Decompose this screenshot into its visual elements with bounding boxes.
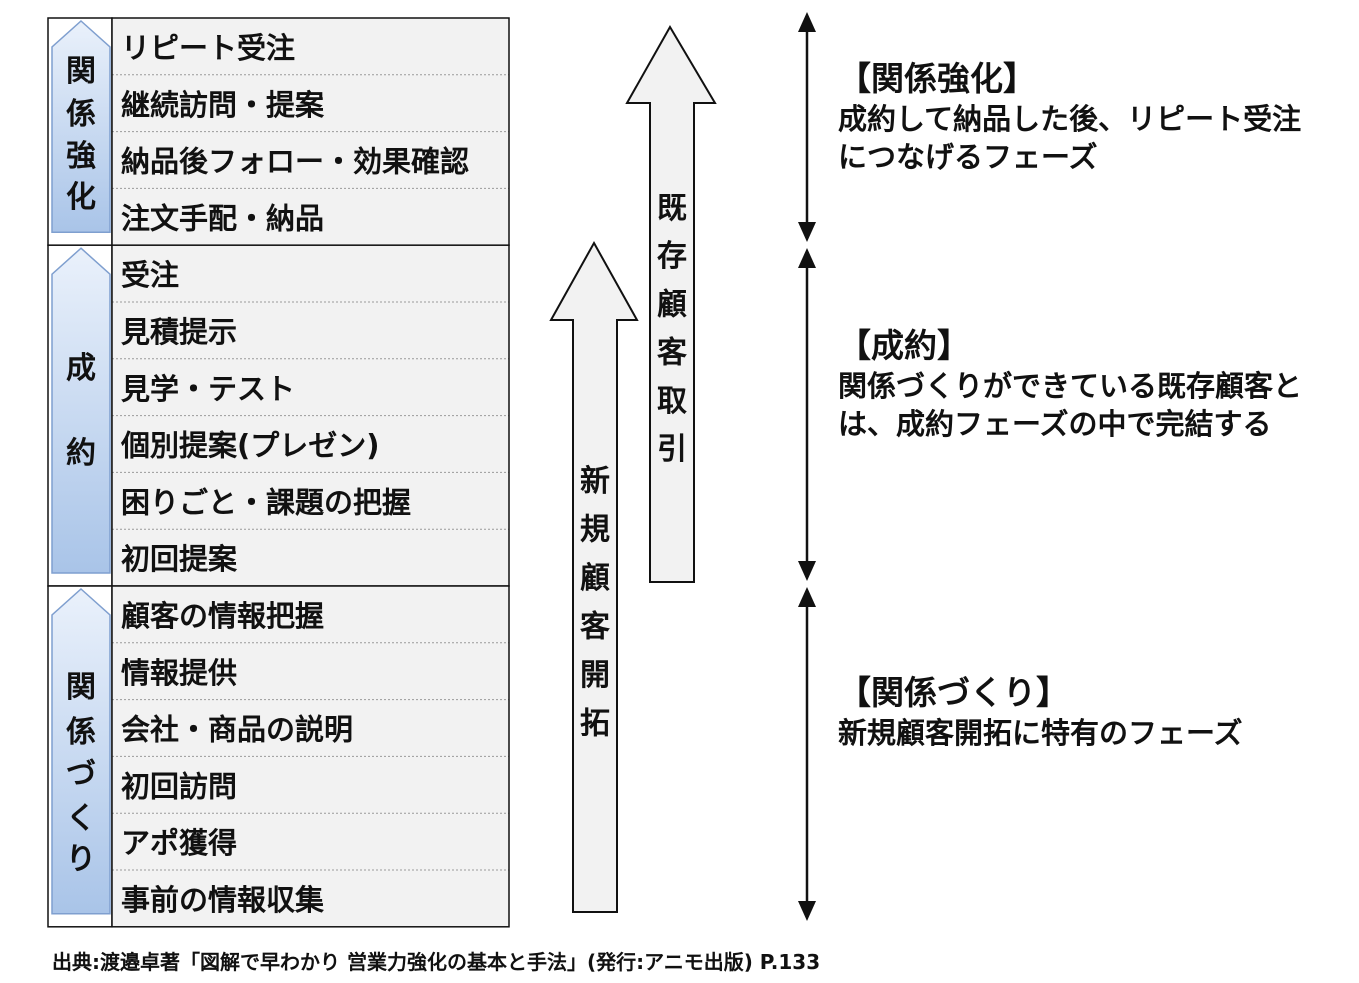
step-label: 注文手配・納品 xyxy=(121,201,324,235)
step-label: 納品後フォロー・効果確認 xyxy=(121,145,469,179)
step-row-bg xyxy=(112,756,509,814)
step-label: 見学・テスト xyxy=(121,372,295,406)
new-customer-arrow-label: 新規顧客開拓 xyxy=(580,464,610,742)
phase-description-title: 【関係づくり】 xyxy=(838,673,1069,712)
existing-customer-arrow-shape xyxy=(625,25,717,583)
phase-label-char: り xyxy=(66,842,96,877)
step-label: 個別提案(プレゼン) xyxy=(120,429,380,463)
step-row-bg xyxy=(112,302,509,359)
step-row-bg xyxy=(112,18,509,75)
step-label: 受注 xyxy=(121,258,179,292)
phase-description-relationship-building: 【関係づくり】 新規顧客開拓に特有のフェーズ xyxy=(838,672,1328,752)
process-steps-table: 関係強化リピート受注継続訪問・提案納品後フォロー・効果確認注文手配・納品成約受注… xyxy=(47,17,510,928)
step-label: 顧客の情報把握 xyxy=(121,599,324,633)
arrow-label-char: 顧 xyxy=(657,287,687,322)
step-row-bg xyxy=(112,74,509,132)
arrow-label-char: 拓 xyxy=(580,707,610,742)
phase-tab-shape xyxy=(51,247,111,574)
phase-description-title: 【関係強化】 xyxy=(838,59,1036,98)
phase-description-body: 関係づくりができている既存顧客とは、成約フェーズの中で完結する xyxy=(838,369,1303,441)
arrow-label-char: 新 xyxy=(580,464,610,499)
arrow-label-char: 存 xyxy=(657,239,687,274)
new-customer-arrow: 新規顧客開拓 xyxy=(549,240,639,913)
phase-tab-shape xyxy=(51,587,111,915)
step-row-bg xyxy=(112,415,509,473)
arrowhead-down xyxy=(798,561,816,581)
arrow-label-char: 開 xyxy=(580,658,610,693)
step-row-bg xyxy=(112,699,509,757)
phase-steps-border xyxy=(111,585,510,928)
new-customer-arrow-shape xyxy=(549,240,639,913)
step-row-bg xyxy=(112,188,509,246)
step-row-bg xyxy=(112,358,509,416)
step-label: 困りごと・課題の把握 xyxy=(121,485,411,519)
step-row-bg xyxy=(112,642,509,700)
step-label: 見積提示 xyxy=(121,315,237,349)
arrowhead-up xyxy=(798,12,816,32)
step-label: 情報提供 xyxy=(121,656,237,690)
phase-label-char: づ xyxy=(66,757,96,792)
arrow-label-char: 客 xyxy=(657,336,687,371)
step-label: 初回提案 xyxy=(121,542,238,576)
arrow-label-char: 客 xyxy=(580,610,610,645)
phase-label-char: 化 xyxy=(66,180,96,215)
phase-span-arrows xyxy=(798,12,816,921)
phase-label-char: 関 xyxy=(66,670,96,705)
phase-label-char: 強 xyxy=(66,139,96,174)
phase-description-relationship-strengthening: 【関係強化】 成約して納品した後、リピート受注につなげるフェーズ xyxy=(838,58,1328,176)
phase-label-char: 成 xyxy=(66,351,96,386)
step-label: 会社・商品の説明 xyxy=(121,713,353,747)
phase-label-char: 係 xyxy=(66,715,96,750)
arrowhead-down xyxy=(798,222,816,242)
step-label: 事前の情報収集 xyxy=(121,883,325,917)
step-row-bg xyxy=(112,813,509,870)
step-row-bg xyxy=(112,472,509,530)
arrow-label-char: 引 xyxy=(657,432,687,467)
step-row-bg xyxy=(112,586,509,643)
step-row-bg xyxy=(112,529,509,586)
step-label: 継続訪問・提案 xyxy=(121,88,325,122)
step-row-bg xyxy=(112,245,509,302)
arrow-label-char: 顧 xyxy=(580,561,610,596)
phase-label-char: 関 xyxy=(66,54,96,89)
phase-description-contract: 【成約】 関係づくりができている既存顧客とは、成約フェーズの中で完結する xyxy=(838,325,1328,443)
arrow-label-char: 既 xyxy=(657,191,687,226)
arrowhead-down xyxy=(798,901,816,921)
arrow-label-char: 取 xyxy=(657,384,687,419)
step-label: リピート受注 xyxy=(121,31,295,65)
step-label: アポ獲得 xyxy=(121,826,237,860)
phase-label-char: く xyxy=(66,801,96,836)
step-row-bg xyxy=(112,131,509,189)
arrowhead-up xyxy=(798,248,816,268)
arrowhead-up xyxy=(798,587,816,607)
step-row-bg xyxy=(112,870,509,927)
phase-description-title: 【成約】 xyxy=(838,326,970,365)
phase-tab-shape xyxy=(51,19,111,233)
step-label: 初回訪問 xyxy=(121,769,237,803)
phase-label-char: 約 xyxy=(66,436,96,471)
phase-label-char: 係 xyxy=(66,97,96,132)
phase-description-body: 成約して納品した後、リピート受注につなげるフェーズ xyxy=(838,102,1302,174)
arrow-label-char: 規 xyxy=(580,513,610,548)
source-citation: 出典:渡邉卓著「図解で早わかり 営業力強化の基本と手法」(発行:アニモ出版) P… xyxy=(52,950,821,974)
phase-description-body: 新規顧客開拓に特有のフェーズ xyxy=(838,716,1243,750)
